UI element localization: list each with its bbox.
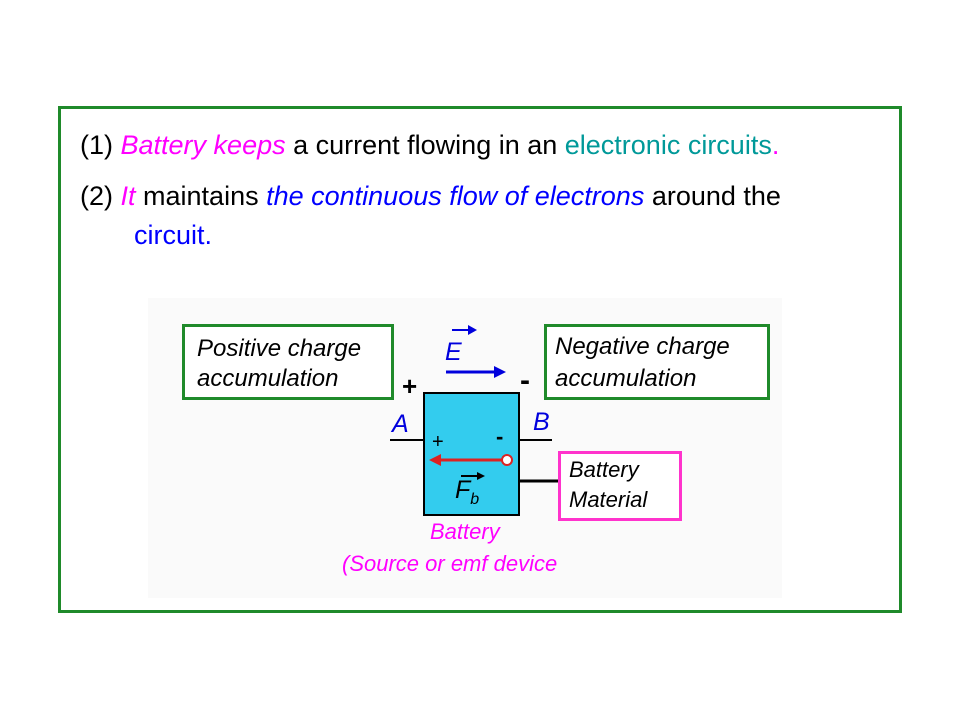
positive-box-line-1: Positive charge — [197, 335, 362, 362]
negative-box-line-1: Negative charge — [555, 333, 730, 360]
material-box-line-1: Battery — [569, 457, 639, 482]
statement-1-object: electronic circuits — [564, 130, 772, 160]
statement-2: (2) It maintains the continuous flow of … — [80, 181, 781, 212]
statement-2-subject: It — [120, 181, 136, 211]
label-e: E — [445, 338, 462, 366]
negative-charge-box: Negative charge accumulation — [544, 324, 770, 400]
f-vector-bar-head — [477, 472, 485, 480]
statement-2-continuation: circuit. — [134, 220, 213, 250]
statement-1: (1) Battery keeps a current flowing in a… — [80, 130, 779, 161]
battery-caption: Battery — [430, 519, 500, 544]
charge-circle — [501, 454, 513, 466]
label-f-subscript: b — [470, 491, 480, 508]
label-f-main: F — [455, 476, 471, 504]
statement-2-phrase: the continuous flow of electrons — [266, 181, 645, 211]
label-a: A — [392, 410, 409, 438]
force-arrowhead — [429, 454, 441, 466]
label-f: Fb — [455, 476, 479, 509]
material-box-line-2: Material — [569, 487, 648, 512]
inner-plus-sign: + — [432, 431, 444, 453]
statement-2-number: (2) — [80, 181, 113, 211]
statement-1-end: . — [771, 130, 780, 160]
battery-description: (Source or emf device — [342, 551, 558, 576]
statement-1-middle: a current flowing in an — [285, 130, 565, 160]
positive-charge-box: Positive charge accumulation — [182, 324, 394, 400]
inner-minus-sign: - — [496, 424, 504, 449]
minus-sign: - — [520, 364, 530, 397]
positive-box-line-2: accumulation — [197, 365, 339, 392]
negative-box-line-2: accumulation — [555, 365, 697, 392]
e-vector-bar-head — [468, 325, 477, 335]
statement-2-end: around the — [644, 181, 781, 211]
battery-body — [423, 392, 520, 516]
battery-material-box: Battery Material — [558, 451, 682, 521]
label-b: B — [533, 408, 550, 436]
statement-2-middle: maintains — [135, 181, 267, 211]
statement-1-number: (1) — [80, 130, 113, 160]
e-field-arrowhead — [494, 366, 506, 378]
statement-1-subject: Battery keeps — [120, 130, 286, 160]
plus-sign: + — [402, 371, 418, 401]
